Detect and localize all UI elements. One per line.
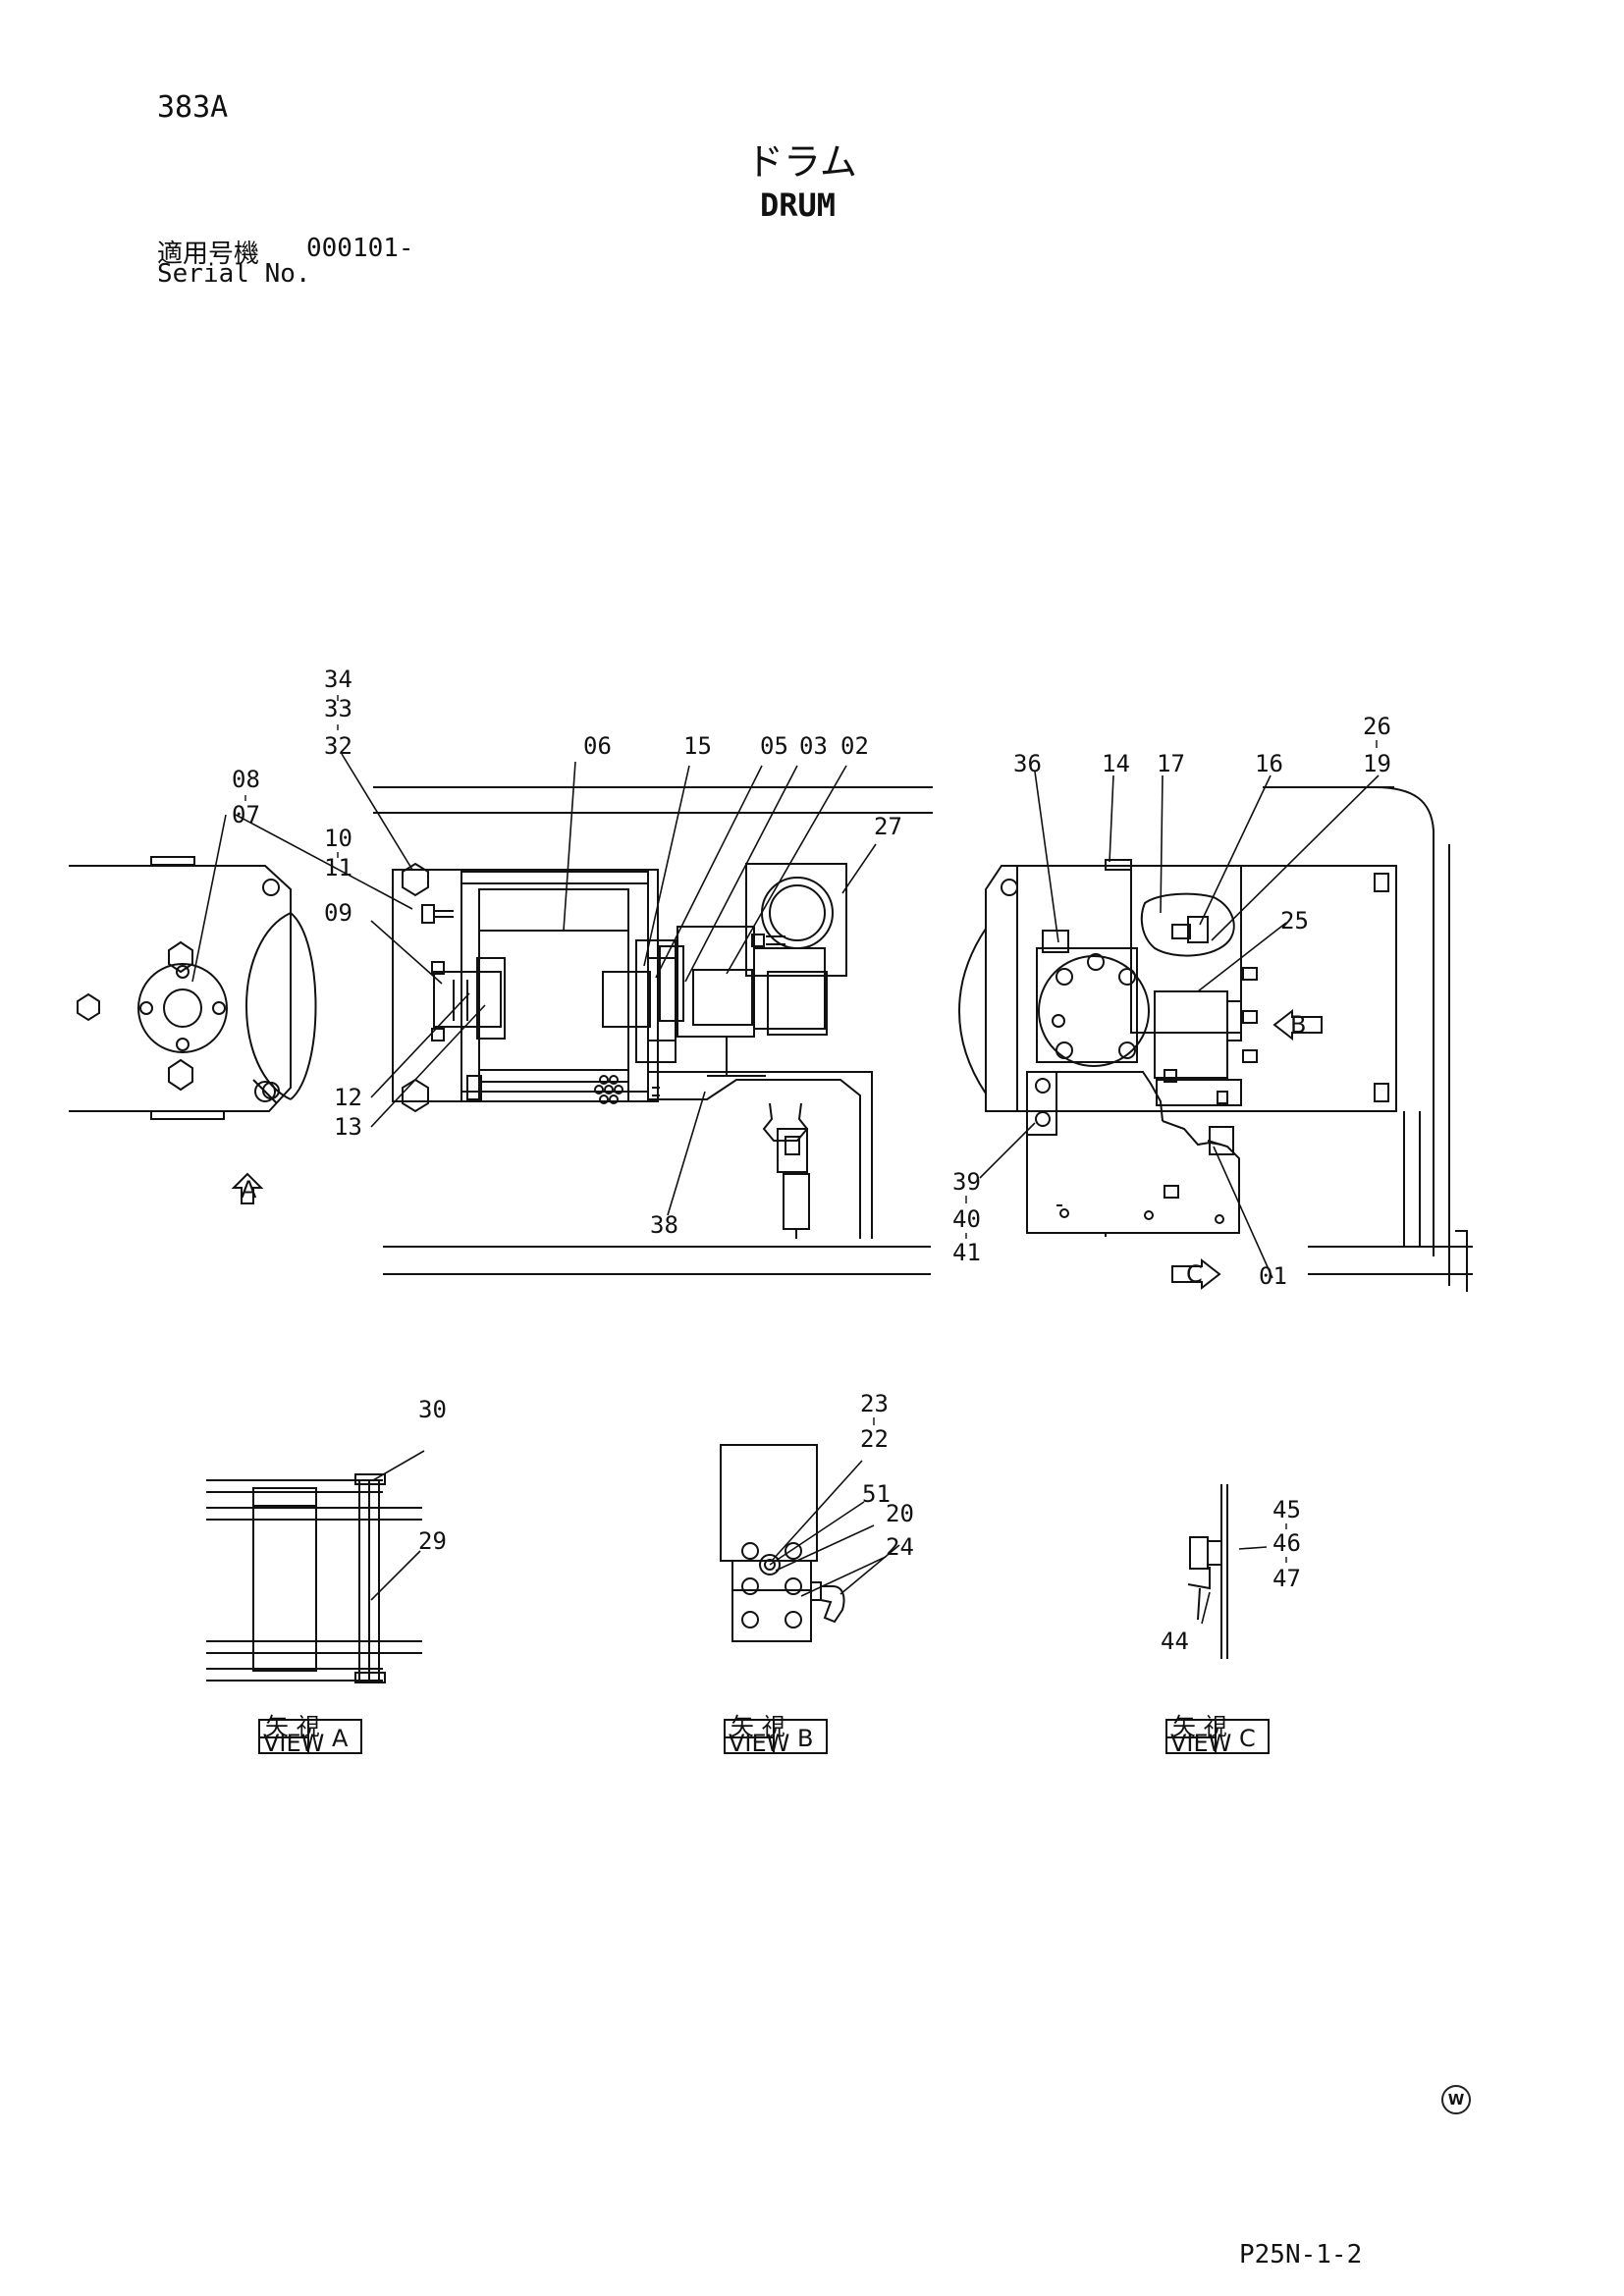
label-dash-marks: [244, 695, 1378, 1563]
part-label-05: 05: [760, 732, 788, 760]
circled-w-mark: W: [1441, 2085, 1471, 2114]
view-a-letter: A: [332, 1725, 349, 1752]
view-c-jp-label: 矢 視: [1172, 1713, 1227, 1740]
part-label-40: 40: [952, 1205, 981, 1233]
view-b-marker-letter: B: [1290, 1011, 1306, 1039]
part-label-32: 32: [324, 732, 352, 760]
part-label-09: 09: [324, 899, 352, 927]
part-label-19: 19: [1363, 750, 1391, 777]
view-a-marker-letter: A: [241, 1176, 257, 1203]
view-c-letter: C: [1239, 1725, 1256, 1752]
part-label-39: 39: [952, 1168, 981, 1196]
view-b-arrow-marker: [1272, 1008, 1323, 1041]
part-label-20: 20: [886, 1500, 914, 1527]
part-label-17: 17: [1157, 750, 1185, 777]
part-label-01: 01: [1259, 1262, 1287, 1290]
part-label-29: 29: [418, 1527, 447, 1555]
view-a-arrow-marker: [231, 1172, 264, 1204]
view-b-detail: [720, 1444, 845, 1642]
view-c-marker-letter: C: [1186, 1260, 1203, 1288]
right-motor-section: [958, 786, 1468, 1292]
part-label-51: 51: [862, 1480, 891, 1508]
serial-label-english: Serial No.: [157, 259, 311, 289]
part-label-25: 25: [1280, 907, 1309, 934]
view-a-en-label: VIEW: [263, 1730, 324, 1757]
view-c-arrow-marker: [1171, 1257, 1221, 1291]
title-english: DRUM: [760, 187, 837, 224]
serial-number-value: 000101-: [306, 234, 414, 263]
title-japanese: ドラム: [746, 140, 857, 184]
part-number-labels: 34 33 32 08 07 10 11 09 12 13 06 15 05 0…: [232, 666, 1391, 1655]
part-label-14: 14: [1102, 750, 1130, 777]
part-label-07: 07: [232, 801, 260, 828]
part-label-11: 11: [324, 854, 352, 881]
part-label-45: 45: [1272, 1496, 1301, 1523]
frame-rail-lines: [373, 786, 1473, 1275]
part-label-27: 27: [874, 813, 902, 840]
page-number: 383A: [157, 90, 229, 125]
part-label-10: 10: [324, 825, 352, 852]
part-label-06: 06: [583, 732, 612, 760]
leader-lines: [191, 753, 1380, 1625]
view-b-jp-label: 矢 視: [731, 1713, 785, 1740]
view-box-labels: 矢 視 VIEW A 矢 視 VIEW B 矢 視 VIEW C: [263, 1713, 1256, 1757]
part-label-36: 36: [1013, 750, 1042, 777]
part-label-38: 38: [650, 1211, 678, 1239]
part-label-16: 16: [1255, 750, 1283, 777]
part-label-22: 22: [860, 1425, 889, 1453]
part-label-30: 30: [418, 1396, 447, 1423]
view-a-detail: [206, 1473, 422, 1683]
part-label-02: 02: [840, 732, 869, 760]
part-label-46: 46: [1272, 1529, 1301, 1557]
part-label-26: 26: [1363, 713, 1391, 740]
left-drum-end-view: [69, 856, 317, 1120]
part-label-34: 34: [324, 666, 352, 693]
part-label-47: 47: [1272, 1565, 1301, 1592]
part-label-15: 15: [683, 732, 712, 760]
view-a-jp-label: 矢 視: [265, 1713, 320, 1740]
view-b-en-label: VIEW: [729, 1730, 789, 1757]
footer-page-code: P25N-1-2: [1239, 2240, 1363, 2269]
view-c-detail: [1187, 1484, 1228, 1659]
part-label-24: 24: [886, 1533, 914, 1561]
part-label-13: 13: [334, 1113, 362, 1141]
part-label-12: 12: [334, 1084, 362, 1111]
view-b-letter: B: [797, 1725, 813, 1752]
part-label-03: 03: [799, 732, 828, 760]
part-label-44: 44: [1161, 1628, 1189, 1655]
part-label-41: 41: [952, 1239, 981, 1266]
part-label-23: 23: [860, 1390, 889, 1417]
part-label-08: 08: [232, 766, 260, 793]
view-box-frames: [258, 1719, 1270, 1754]
serial-label-japanese: 適用号機: [157, 240, 260, 269]
view-c-en-label: VIEW: [1170, 1730, 1231, 1757]
middle-drum-section: [392, 862, 873, 1239]
